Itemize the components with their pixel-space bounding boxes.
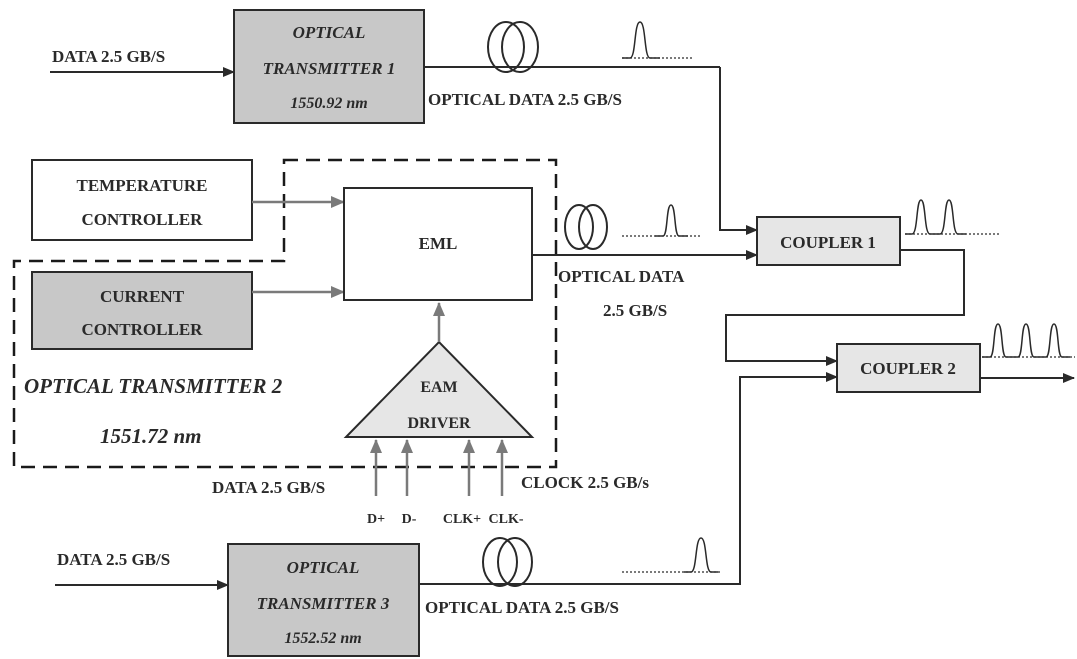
- optical-transmitter-1-line2: TRANSMITTER 1: [263, 59, 396, 78]
- optical-transmitter-2-wavelength: 1551.72 nm: [100, 424, 202, 448]
- pulse-train-coupler-2-icon: [982, 323, 1075, 358]
- coupler-1-box: [756, 216, 901, 266]
- fiber-coil-3-icon: [482, 537, 533, 587]
- data-input-1-label: DATA 2.5 GB/S: [52, 47, 165, 66]
- pulse-train-2-icon: [622, 204, 700, 237]
- optical-transmitter-3-wavelength: 1552.52 nm: [284, 630, 361, 647]
- coupler-2-box: [836, 343, 981, 393]
- data-input-3-label: DATA 2.5 GB/S: [57, 550, 170, 569]
- fiber-coil-2-icon: [564, 204, 608, 250]
- current-controller-line2: CONTROLLER: [82, 320, 204, 339]
- current-controller-line1: CURRENT: [100, 287, 185, 306]
- optical-transmitter-3-line2: TRANSMITTER 3: [257, 594, 390, 613]
- fiber-coil-1-icon: [487, 21, 539, 73]
- driver-pin-d-minus: D-: [402, 512, 417, 527]
- optical-transmitter-2-boundary: [12, 158, 558, 469]
- optical-data-out-2-label-line1: OPTICAL DATA: [558, 267, 685, 286]
- optical-data-out-1-label: OPTICAL DATA 2.5 GB/S: [428, 90, 622, 109]
- coupler-2-label: COUPLER 2: [860, 359, 956, 378]
- driver-pin-d-plus: D+: [367, 512, 385, 527]
- optical-data-out-2-label-line2: 2.5 GB/S: [603, 301, 667, 320]
- eam-driver-line2: DRIVER: [407, 415, 471, 432]
- driver-pin-arrows: [370, 439, 508, 496]
- eml-box: [343, 187, 533, 301]
- temperature-controller-line2: CONTROLLER: [82, 210, 204, 229]
- coupler-1-label: COUPLER 1: [780, 233, 876, 252]
- driver-pin-clk-plus: CLK+: [443, 512, 481, 527]
- optical-transmitter-1-line1: OPTICAL: [293, 23, 366, 42]
- eam-driver-line1: EAM: [420, 379, 457, 396]
- optical-transmitter-3-box: [227, 543, 420, 657]
- pulse-train-coupler-1-icon: [905, 199, 1000, 235]
- link-tx3-coupler2: [419, 372, 838, 585]
- temperature-controller-box: [31, 159, 253, 241]
- optical-transmitter-2-title: OPTICAL TRANSMITTER 2: [24, 374, 283, 398]
- optical-transmitter-1-wavelength: 1550.92 nm: [290, 95, 367, 112]
- driver-pin-clk-minus: CLK-: [489, 512, 524, 527]
- link-tx1-coupler1: [719, 67, 758, 235]
- pulse-train-1-icon: [622, 21, 692, 59]
- eam-driver-triangle: [343, 340, 535, 438]
- temperature-controller-line1: TEMPERATURE: [77, 176, 208, 195]
- optical-transmitter-3-line1: OPTICAL: [287, 558, 360, 577]
- current-controller-box: [31, 271, 253, 350]
- eam-data-input-label: DATA 2.5 GB/S: [212, 478, 325, 497]
- eam-clock-input-label: CLOCK 2.5 GB/s: [521, 473, 649, 492]
- link-coupler1-coupler2: [725, 249, 965, 366]
- eml-label: EML: [419, 234, 458, 253]
- pulse-train-3-icon: [622, 537, 722, 573]
- optical-data-out-3-label: OPTICAL DATA 2.5 GB/S: [425, 598, 619, 617]
